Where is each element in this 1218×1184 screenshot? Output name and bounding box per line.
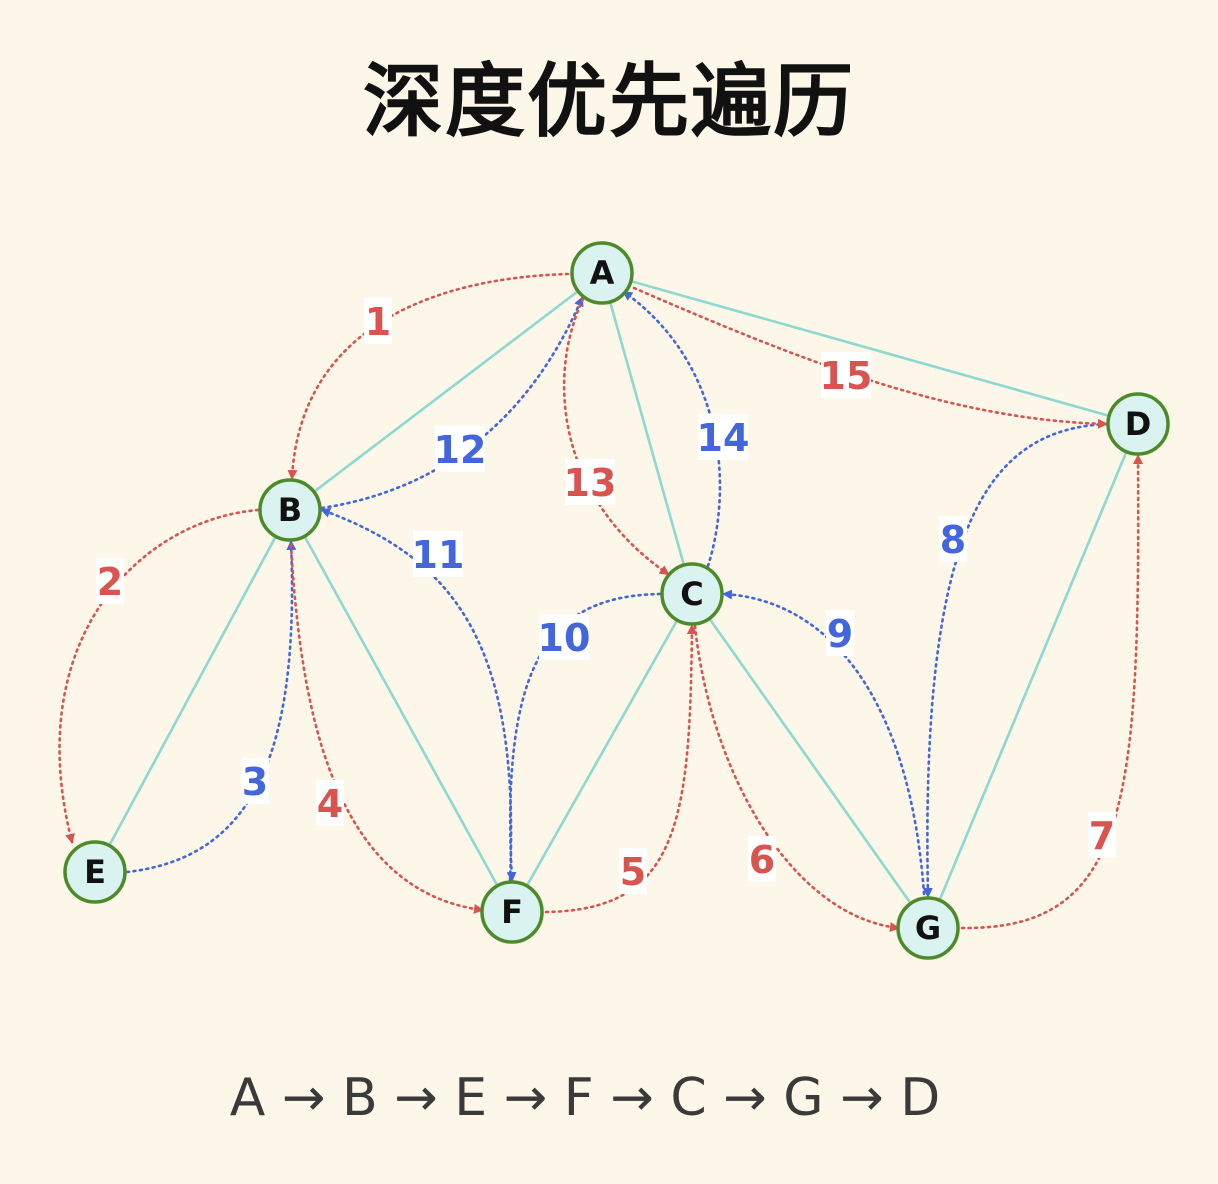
step-label-10: 10: [538, 616, 591, 660]
step-label-bg-7: [1088, 812, 1116, 858]
step-arrow-6: [693, 624, 900, 932]
edge-B-E: [93, 509, 292, 873]
step-label-bg-8: [939, 516, 967, 562]
node-label-F: F: [501, 893, 523, 931]
step-label-6: 6: [749, 838, 775, 882]
step-arrow-2: [58, 508, 260, 844]
node-E: [63, 840, 127, 904]
graph-edges: [93, 271, 1140, 929]
step-label-bg-2: [96, 558, 124, 604]
edge-A-D: [601, 271, 1139, 426]
order-arrow-icon: →: [487, 1068, 564, 1128]
step-arrow-4: [289, 543, 484, 914]
step-label-bg-11: [413, 531, 463, 577]
step-arrow-1: [287, 272, 570, 480]
order-item: G: [783, 1068, 824, 1128]
step-label-bg-3: [241, 758, 269, 804]
step-label-1: 1: [365, 300, 391, 344]
edge-A-C: [600, 272, 694, 595]
node-label-D: D: [1125, 405, 1152, 443]
step-label-7: 7: [1089, 814, 1115, 858]
step-label-bg-10: [539, 614, 589, 660]
step-arrow-12: [320, 296, 584, 510]
order-item: E: [454, 1068, 488, 1128]
edge-A-B: [289, 271, 603, 512]
step-label-bg-5: [619, 848, 647, 894]
node-A: [570, 241, 634, 305]
step-label-5: 5: [620, 850, 646, 894]
edge-B-F: [288, 509, 514, 913]
node-label-G: G: [915, 909, 941, 947]
node-F: [480, 880, 544, 944]
page-title: 深度优先遍历: [363, 55, 855, 148]
node-C: [660, 562, 724, 626]
step-arrow-13: [562, 297, 670, 576]
step-label-14: 14: [697, 416, 750, 460]
step-arrow-11: [320, 508, 513, 882]
order-item: A: [229, 1068, 266, 1128]
order-item: B: [341, 1068, 378, 1128]
node-label-E: E: [84, 853, 106, 891]
traversal-steps: [58, 272, 1144, 932]
order-item: F: [563, 1068, 594, 1128]
step-label-15: 15: [820, 354, 873, 398]
node-label-A: A: [590, 254, 615, 292]
edge-C-G: [690, 593, 930, 929]
step-label-bg-13: [565, 459, 615, 505]
step-arrow-15: [632, 286, 1108, 429]
step-label-bg-14: [698, 414, 748, 460]
edge-D-G: [926, 423, 1140, 929]
order-item: C: [670, 1068, 707, 1128]
step-label-8: 8: [940, 518, 966, 562]
step-arrow-3: [125, 540, 297, 874]
node-B: [258, 478, 322, 542]
node-label-C: C: [680, 575, 703, 613]
step-arrow-9: [722, 589, 926, 896]
order-arrow-icon: →: [265, 1068, 342, 1128]
order-arrow-icon: →: [706, 1068, 784, 1128]
step-arrow-8: [922, 422, 1108, 898]
step-label-4: 4: [317, 782, 343, 826]
edge-C-F: [510, 593, 694, 913]
step-label-bg-4: [316, 780, 344, 826]
traversal-order: A → B → E → F → C → G → D: [0, 1062, 1170, 1134]
step-label-11: 11: [412, 533, 465, 577]
node-D: [1106, 392, 1170, 456]
step-label-2: 2: [97, 560, 123, 604]
step-label-bg-9: [826, 610, 854, 656]
node-label-B: B: [278, 491, 302, 529]
step-arrow-5: [544, 624, 697, 914]
step-label-bg-1: [364, 298, 392, 344]
step-label-12: 12: [434, 428, 487, 472]
graph-nodes: A B C D E F G: [63, 241, 1170, 960]
order-arrow-icon: →: [823, 1068, 901, 1128]
step-label-bg-6: [748, 836, 776, 882]
node-G: [896, 896, 960, 960]
step-label-bg-15: [821, 352, 871, 398]
step-label-bg-12: [435, 426, 485, 472]
step-label-9: 9: [827, 612, 853, 656]
step-label-13: 13: [564, 461, 617, 505]
step-label-3: 3: [242, 760, 268, 804]
order-arrow-icon: →: [593, 1068, 671, 1128]
order-item: D: [900, 1068, 941, 1128]
order-arrow-icon: →: [377, 1068, 455, 1128]
